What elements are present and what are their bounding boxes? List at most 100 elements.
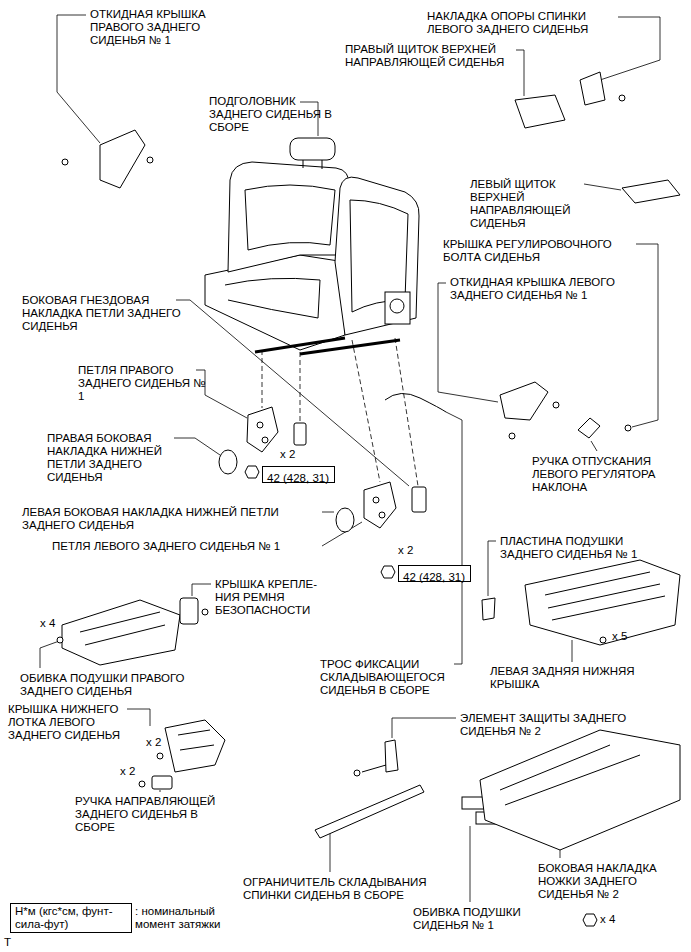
seat-assembly [205,255,345,350]
part-label: РУЧКА НАПРАВЛЯЮЩЕЙ ЗАДНЕГО СИДЕНЬЯ В СБО… [75,795,237,834]
lower-parts [62,600,180,665]
box-text: 42 (428, 31) [403,571,465,584]
part-label: ПЕТЛЯ ПРАВОГО ЗАДНЕГО СИДЕНЬЯ № 1 [78,364,214,403]
cover-parts [509,433,515,439]
hinge-parts [336,508,354,532]
part-label: ОБИВКА ПОДУШКИ СИДЕНЬЯ № 1 [413,906,541,932]
hinge-parts [245,466,259,478]
part-label: БОКОВАЯ НАКЛАДКА НОЖКИ ЗАДНЕГО СИДЕНЬЯ №… [538,862,680,901]
seat-assembly [228,162,349,272]
quantity-label: x 4 [600,913,615,926]
leader-line [40,640,62,668]
leader-line [632,244,658,427]
lower-parts [500,745,640,805]
assembly-dash [395,338,418,486]
lower-parts [152,776,172,789]
leader-line [572,640,573,662]
part-label: ЛЕВАЯ ЗАДНЯЯ НИЖНЯЯ КРЫШКА [490,665,662,691]
lower-parts [202,609,208,615]
cover-parts [100,130,145,188]
lower-parts [354,770,360,776]
assembly-dash [262,338,418,486]
lower-parts [385,740,398,772]
seat-assembly [303,160,322,169]
part-label: ПЛАСТИНА ПОДУШКИ ЗАДНЕГО СИДЕНЬЯ № 1 [500,535,662,561]
leader-line [322,512,334,513]
lower-parts [57,637,63,643]
lower-parts [80,612,165,645]
hinge-parts [219,450,237,474]
seat-assembly [300,340,400,354]
quantity-label: x 2 [280,448,295,461]
hinge-parts [379,512,385,518]
leader-line [584,184,621,190]
box-text: Н*м (кгс*см, фунт-сила-фут) [15,905,127,931]
quantity-label: T [4,936,11,949]
part-label: КРЫШКА КРЕПЛЕ- НИЯ РЕМНЯ БЕЗОПАСНОСТИ [215,578,335,617]
leader-line [560,850,561,858]
hinge-parts [412,487,426,512]
part-label: КРЫШКА НИЖНЕГО ЛОТКА ЛЕВОГО ЗАДНЕГО СИДЕ… [8,703,134,742]
lower-parts [180,598,198,624]
part-label: БОКОВАЯ ГНЕЗДОВАЯ НАКЛАДКА ПЕТЛИ ЗАДНЕГО… [22,294,182,333]
seat-assembly [385,292,410,324]
seat-assembly [245,185,335,250]
seat-assembly [335,177,419,335]
lower-parts [480,730,680,850]
seat-assembly [390,299,404,313]
leader-line [446,412,462,664]
seat-assembly [205,138,419,354]
part-label: ЛЕВАЯ БОКОВАЯ НАКЛАДКА НИЖНЕЙ ПЕТЛИ ЗАДН… [22,506,327,532]
unit-box: Н*м (кгс*см, фунт-сила-фут) [10,903,132,933]
cover-parts [578,418,600,438]
cover-parts [515,95,565,128]
lower-parts [165,720,225,772]
seat-assembly [225,278,320,318]
assembly-dash [300,352,301,423]
cover-parts [553,402,559,408]
leader-line [392,718,456,738]
cover-parts [147,157,153,163]
part-label: НАКЛАДКА ОПОРЫ СПИНКИ ЛЕВОГО ЗАДНЕГО СИД… [427,10,623,36]
lower-parts [139,781,145,787]
cover-parts [500,382,548,420]
lower-parts [315,785,424,838]
leader-line [174,438,220,455]
part-label: ПОДГОЛОВНИК ЗАДНЕГО СИДЕНЬЯ В СБОРЕ [209,95,347,134]
part-label: : номинальный момент затяжки [135,905,235,931]
part-label: ОТКИДНАЯ КРЫШКА ПРАВОГО ЗАДНЕГО СИДЕНЬЯ … [90,8,230,47]
hinge-parts [373,497,379,503]
part-label: ТРОС ФИКСАЦИИ СКЛАДЫВАЮЩЕГОСЯ СИДЕНЬЯ В … [320,658,460,697]
box-text: 42 (428, 31) [267,472,329,485]
part-label: ПРАВАЯ БОКОВАЯ НАКЛАДКА НИЖНЕЙ ПЕТЛИ ЗАД… [47,432,183,484]
torque-box: 42 (428, 31) [398,565,471,582]
cover-parts [619,95,625,101]
part-label: ПЕТЛЯ ЛЕВОГО ЗАДНЕГО СИДЕНЬЯ № 1 [52,540,332,553]
hinge-parts [385,393,446,412]
cover-parts [62,159,68,165]
leader-line [160,790,161,792]
cover-parts [62,72,680,439]
quantity-label: x 4 [40,617,55,630]
quantity-label: x 2 [146,736,161,749]
assembly-dash [262,350,263,408]
hinge-parts [257,422,263,428]
part-label: ОБИВКА ПОДУШКИ ПРАВОГО ЗАДНЕГО СИДЕНЬЯ [20,672,224,698]
hinge-parts [381,566,395,578]
cover-parts [622,180,680,203]
quantity-label: x 2 [120,765,135,778]
lower-parts [157,753,163,759]
hinge-parts [294,423,306,445]
lower-parts [525,560,680,645]
leader-line [591,441,597,451]
hinge-parts [247,407,278,452]
quantity-label: x 5 [612,630,627,643]
part-label: ОГРАНИЧИТЕЛЬ СКЛАДЫВАНИЯ СПИНКИ СИДЕНЬЯ … [243,876,455,902]
leader-line [600,17,660,80]
seat-assembly [290,138,335,160]
lower-parts [57,560,680,926]
part-label: РУЧКА ОТПУСКАНИЯ ЛЕВОГО РЕГУЛЯТОРА НАКЛО… [532,455,684,494]
part-label: КРЫШКА РЕГУЛИРОВОЧНОГО БОЛТА СИДЕНЬЯ [443,238,639,264]
leader-line [470,826,471,902]
part-label: ПРАВЫЙ ЩИТОК ВЕРХНЕЙ НАПРАВЛЯЮЩЕЙ СИДЕНЬ… [345,43,521,69]
